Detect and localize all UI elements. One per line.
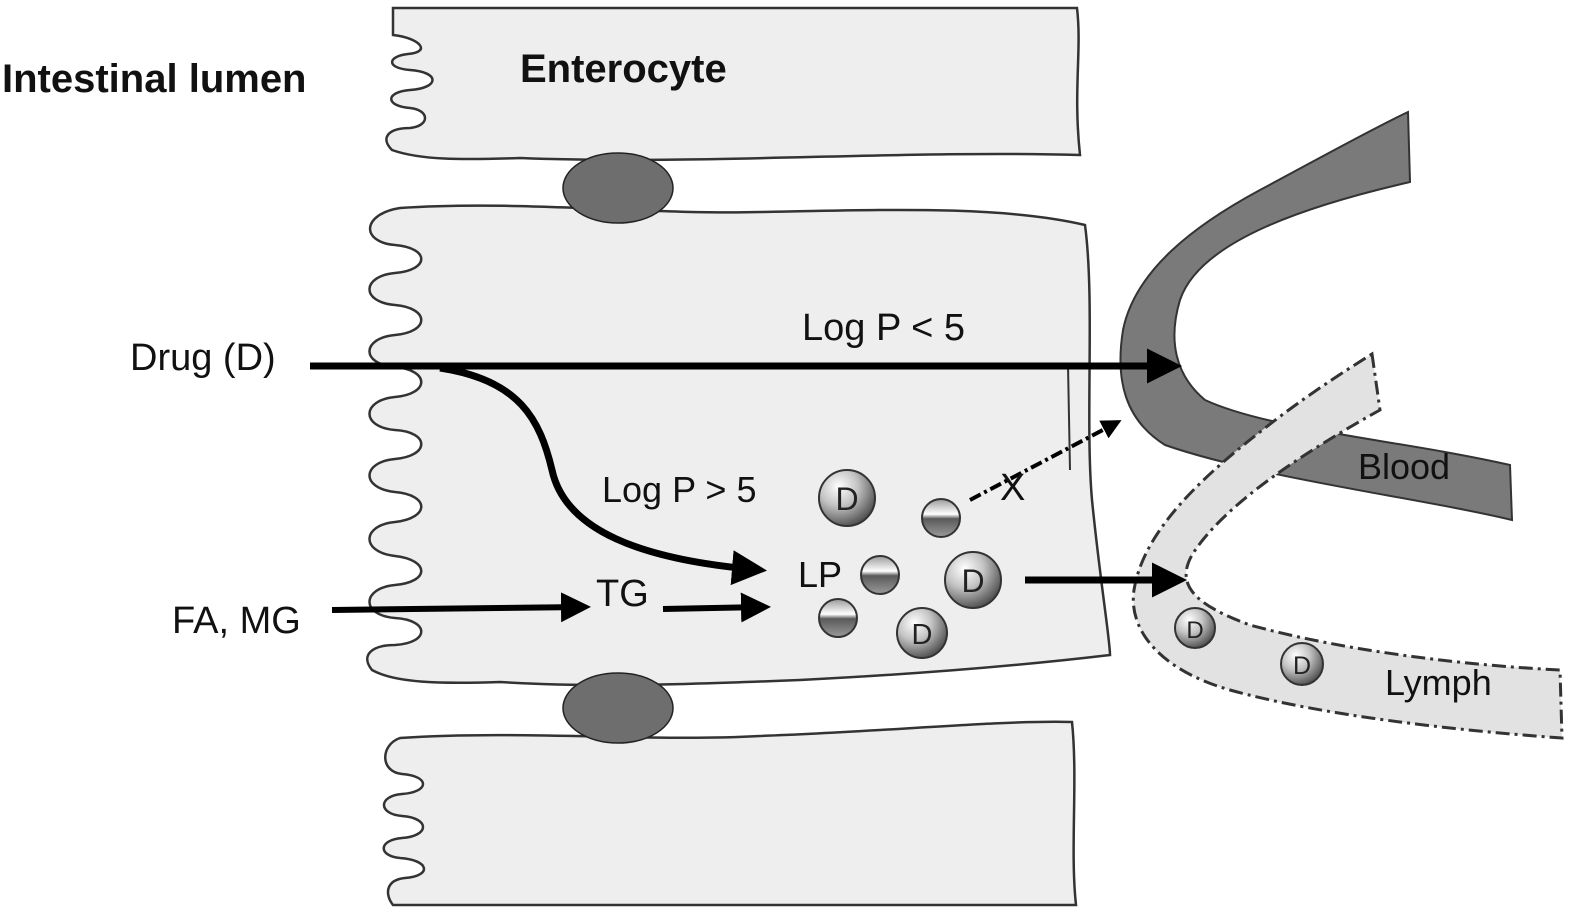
svg-text:D: D	[961, 563, 984, 599]
fa-mg-label: FA, MG	[172, 600, 301, 642]
tight-junction-lower	[562, 672, 674, 744]
logp-greater-than-5-label: Log P > 5	[602, 469, 756, 510]
lymph-vessel	[1131, 351, 1564, 740]
enterocyte-label: Enterocyte	[520, 47, 727, 91]
drug-particle-in-lymph: D	[1174, 607, 1216, 649]
intestinal-lumen-label: Intestinal lumen	[2, 57, 307, 101]
drug-particle: D	[944, 551, 1002, 609]
svg-text:D: D	[912, 619, 933, 651]
tight-junction-upper	[562, 152, 674, 224]
drug-particle-in-lymph: D	[1280, 642, 1324, 686]
tg-label: TG	[596, 573, 649, 615]
drug-particle: D	[818, 469, 876, 527]
arrow-fa-mg-to-tg	[331, 592, 591, 623]
blood-vessel	[1119, 110, 1514, 522]
arrow-lp-to-blood-blocked	[969, 420, 1122, 502]
blocked-x-mark: X	[1000, 467, 1025, 509]
svg-text:D: D	[1293, 652, 1311, 680]
arrow-tg-to-lp	[662, 592, 771, 623]
arrow-drug-to-lp	[439, 364, 767, 586]
lp-label: LP	[798, 554, 842, 595]
enterocyte-middle	[366, 204, 1112, 687]
lipoprotein-particle	[921, 498, 961, 538]
svg-text:D: D	[1186, 617, 1203, 644]
basolateral-membrane-line	[1067, 364, 1071, 471]
drug-particle: D	[896, 607, 948, 659]
drug-label: Drug (D)	[130, 337, 276, 379]
enterocyte-bottom	[382, 720, 1078, 907]
enterocyte-top	[385, 6, 1082, 162]
blood-label: Blood	[1358, 446, 1450, 487]
lipoprotein-particle	[860, 555, 900, 595]
svg-text:D: D	[835, 481, 858, 517]
logp-less-than-5-label: Log P < 5	[802, 307, 965, 349]
lipoprotein-particle	[818, 598, 858, 638]
lymph-label: Lymph	[1385, 662, 1492, 703]
